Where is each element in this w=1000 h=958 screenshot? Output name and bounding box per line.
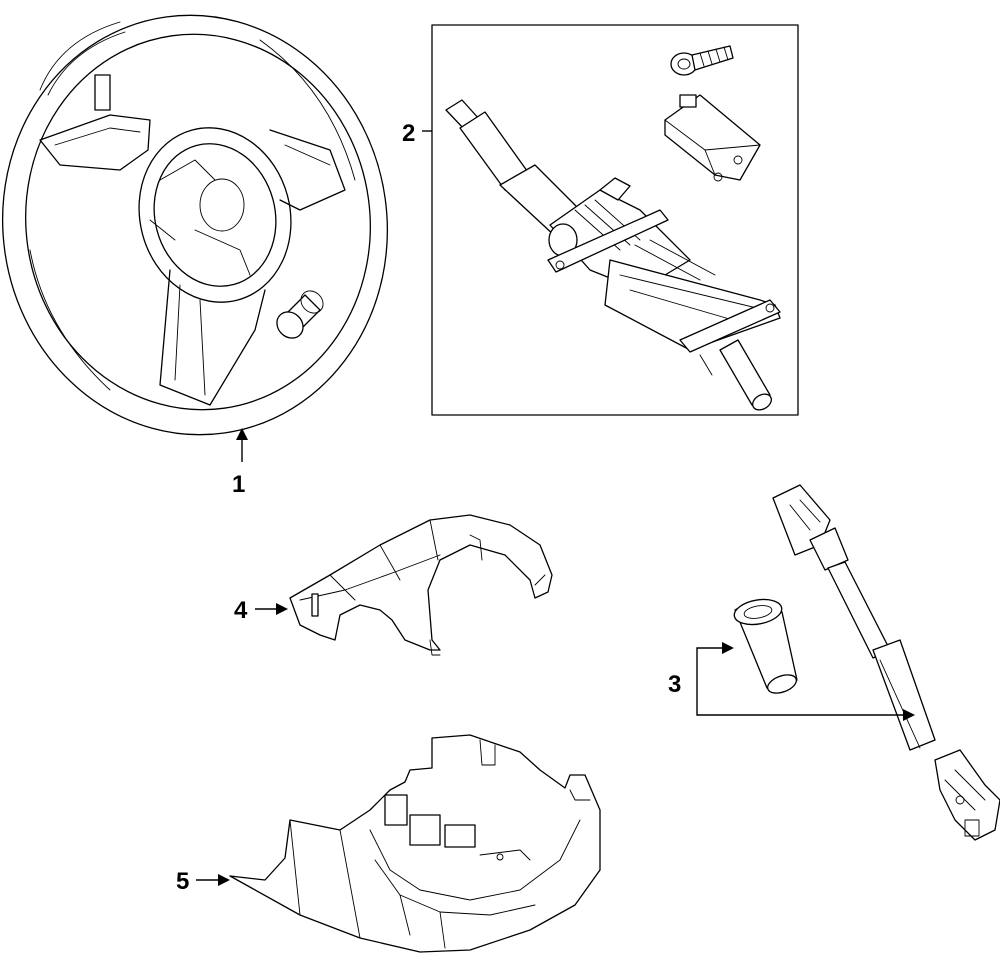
steering-wheel	[1, 14, 389, 436]
arrow-3b	[903, 709, 915, 721]
arrow-5	[218, 874, 230, 886]
leader-3	[696, 647, 905, 716]
callout-3: 3	[668, 671, 681, 698]
column-bolt	[670, 45, 734, 76]
intermediate-shaft	[772, 484, 1000, 841]
arrow-3a	[722, 642, 734, 654]
callout-1: 1	[232, 471, 245, 498]
column-module	[664, 94, 761, 182]
column-detail-box	[431, 24, 799, 416]
shaft-boot	[733, 598, 798, 694]
arrow-4	[276, 603, 288, 615]
callout-5: 5	[176, 868, 189, 895]
arrow-1	[236, 428, 248, 440]
upper-column-cover	[289, 514, 553, 656]
callout-leaders	[196, 130, 915, 886]
callout-2: 2	[402, 120, 415, 147]
callout-4: 4	[234, 597, 248, 624]
steering-column-assembly	[431, 24, 799, 416]
lower-column-cover	[229, 734, 601, 953]
